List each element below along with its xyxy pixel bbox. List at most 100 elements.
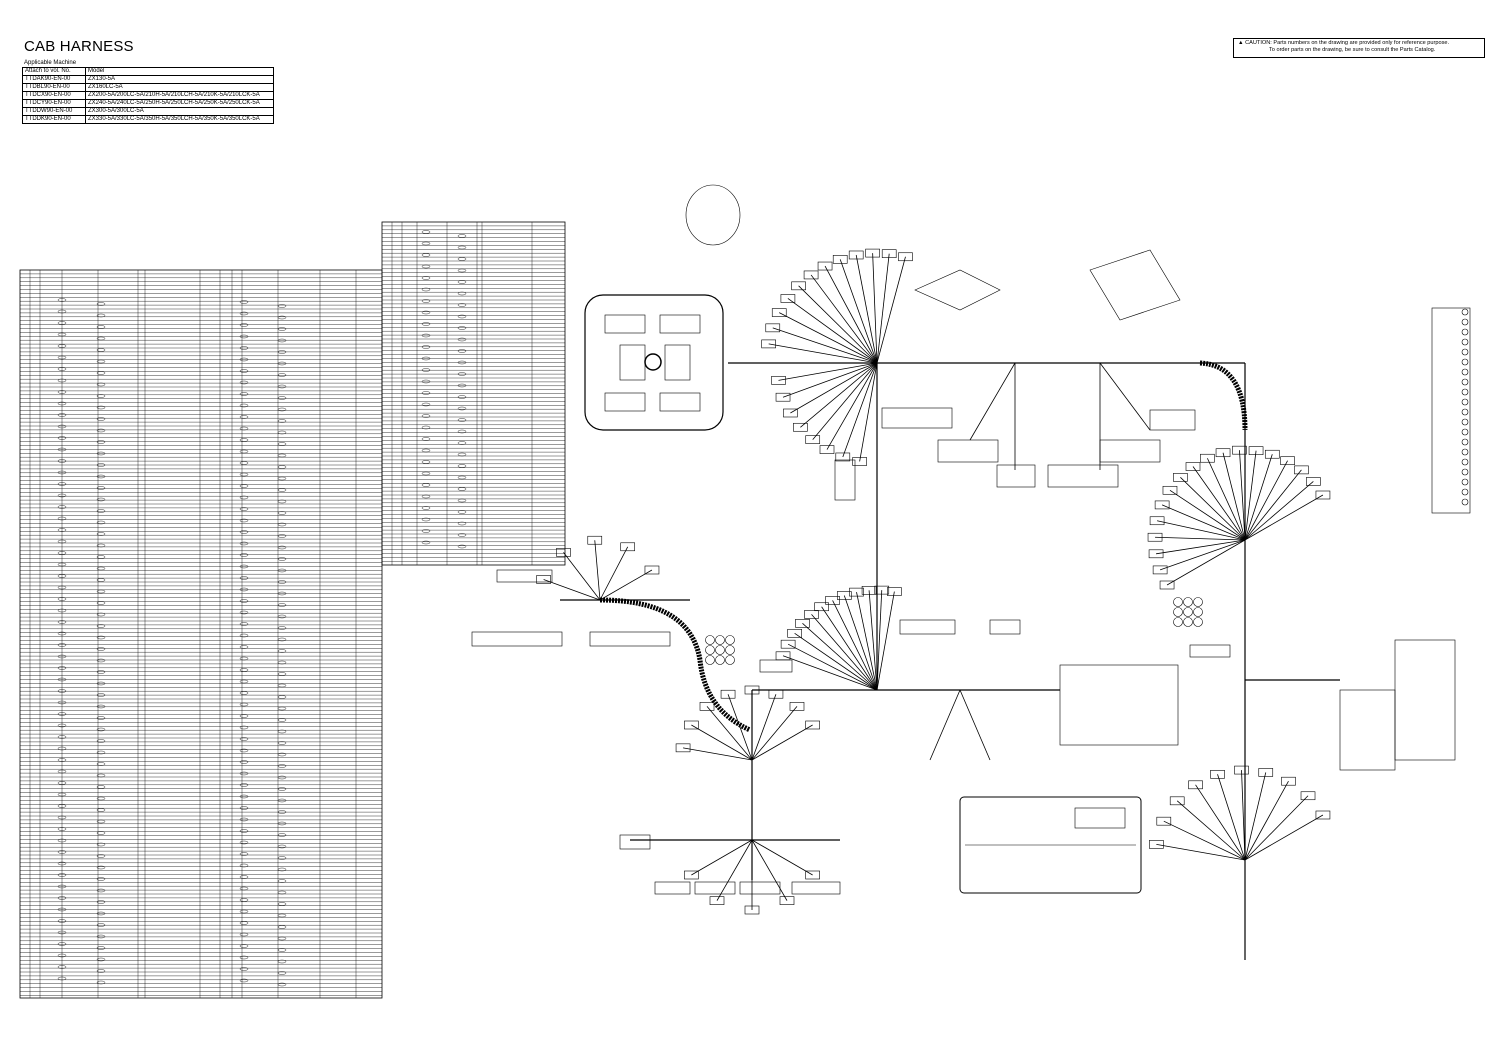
table-connector-glyph xyxy=(277,637,287,642)
branch-wire xyxy=(727,694,753,761)
connector xyxy=(780,639,796,649)
connector-block xyxy=(1339,689,1396,771)
ecu-pin-block xyxy=(604,314,646,334)
table-connector-glyph xyxy=(96,911,106,916)
branch-wire xyxy=(1156,843,1246,861)
table-connector-glyph xyxy=(421,540,431,545)
table-connector-glyph xyxy=(96,681,106,686)
table-connector-glyph xyxy=(96,819,106,824)
table-connector-glyph xyxy=(457,360,467,365)
table-connector-glyph xyxy=(57,367,67,371)
table-connector-glyph xyxy=(277,568,287,573)
table-connector-glyph xyxy=(57,953,67,958)
ecu-pin-block xyxy=(619,344,646,381)
table-connector-glyph xyxy=(277,488,287,492)
table-connector-glyph xyxy=(57,516,67,521)
table-connector-glyph xyxy=(96,313,106,318)
branch-wire xyxy=(782,655,878,691)
connector xyxy=(1210,769,1225,779)
table-connector-glyph xyxy=(239,944,249,948)
connector xyxy=(684,870,699,880)
table-connector-glyph xyxy=(57,562,67,567)
table-connector-glyph xyxy=(277,925,287,929)
table-connector-glyph xyxy=(277,982,287,987)
terminal-pin xyxy=(1461,498,1469,506)
table-connector-glyph xyxy=(277,534,287,538)
connector xyxy=(1162,485,1178,495)
table-connector-glyph xyxy=(277,350,287,354)
table-connector-glyph xyxy=(96,589,106,594)
branch-wire xyxy=(1180,477,1246,541)
connector xyxy=(805,870,820,880)
branch-wire xyxy=(839,259,878,364)
table-connector-glyph xyxy=(239,334,249,339)
terminal-pin xyxy=(1461,458,1469,466)
table-connector-glyph xyxy=(57,620,67,624)
table-connector-glyph xyxy=(57,413,67,417)
branch-wire xyxy=(778,362,878,381)
connector xyxy=(789,702,805,711)
connector xyxy=(791,281,806,291)
table-connector-glyph xyxy=(277,442,287,446)
connector-cluster-detail xyxy=(1089,249,1181,321)
round-connector xyxy=(1183,617,1193,627)
round-connector xyxy=(725,635,735,645)
caution-line-2: To order parts on the drawing, be sure t… xyxy=(1269,47,1436,53)
terminal-pin xyxy=(1461,448,1469,456)
table-connector-glyph xyxy=(57,735,67,739)
connector xyxy=(1149,516,1165,526)
branch-wire xyxy=(1244,450,1257,541)
connector-block xyxy=(694,881,736,895)
branch-wire xyxy=(868,590,878,691)
connector xyxy=(835,452,851,462)
connector xyxy=(1281,776,1296,786)
harness-wires xyxy=(543,253,1340,960)
table-connector-glyph xyxy=(277,591,287,596)
table-connector-glyph xyxy=(421,517,431,522)
table-connector-glyph xyxy=(57,942,67,946)
table-connector-glyph xyxy=(96,762,106,766)
connector xyxy=(1173,473,1188,482)
table-connector-glyph xyxy=(421,414,431,418)
ecu-connector-housing xyxy=(584,294,724,431)
branch-wire xyxy=(1195,784,1246,861)
table-connector-glyph xyxy=(57,643,67,647)
table-connector-glyph xyxy=(239,484,249,488)
branch-wire xyxy=(855,254,878,364)
table-connector-glyph xyxy=(277,729,287,734)
table-connector-glyph xyxy=(96,842,106,847)
table-connector-glyph xyxy=(57,631,67,636)
branch-wire xyxy=(563,552,601,601)
table-connector-glyph xyxy=(239,426,249,431)
table-connector-glyph xyxy=(96,405,106,410)
connector-block xyxy=(1149,409,1196,431)
table-connector-glyph xyxy=(277,465,287,469)
table-connector-glyph xyxy=(421,379,431,384)
table-connector-glyph xyxy=(457,429,467,434)
table-connector-glyph xyxy=(457,314,467,319)
table-connector-glyph xyxy=(57,758,67,762)
terminal-pin xyxy=(1461,488,1469,496)
table-connector-glyph xyxy=(96,463,106,467)
connector-block xyxy=(996,464,1036,488)
table-connector-glyph xyxy=(421,253,431,257)
table-connector-glyph xyxy=(57,884,67,889)
branch-wire xyxy=(1244,454,1273,541)
connector xyxy=(1215,448,1231,458)
connector xyxy=(1232,445,1247,455)
connector xyxy=(836,591,852,600)
branch-wire xyxy=(691,724,753,761)
round-connector xyxy=(1193,607,1203,617)
table-connector-glyph xyxy=(457,418,467,422)
branch-wire xyxy=(594,540,601,601)
branch-wire xyxy=(842,362,878,458)
table-connector-glyph xyxy=(96,578,106,582)
branch-wire xyxy=(787,298,878,364)
table-connector-glyph xyxy=(277,603,287,607)
branch-wire xyxy=(1244,460,1288,541)
table-connector-glyph xyxy=(96,440,106,444)
table-connector-glyph xyxy=(57,505,67,509)
table-connector-glyph xyxy=(457,291,467,296)
connector xyxy=(768,689,784,699)
table-connector-glyph xyxy=(239,679,249,684)
